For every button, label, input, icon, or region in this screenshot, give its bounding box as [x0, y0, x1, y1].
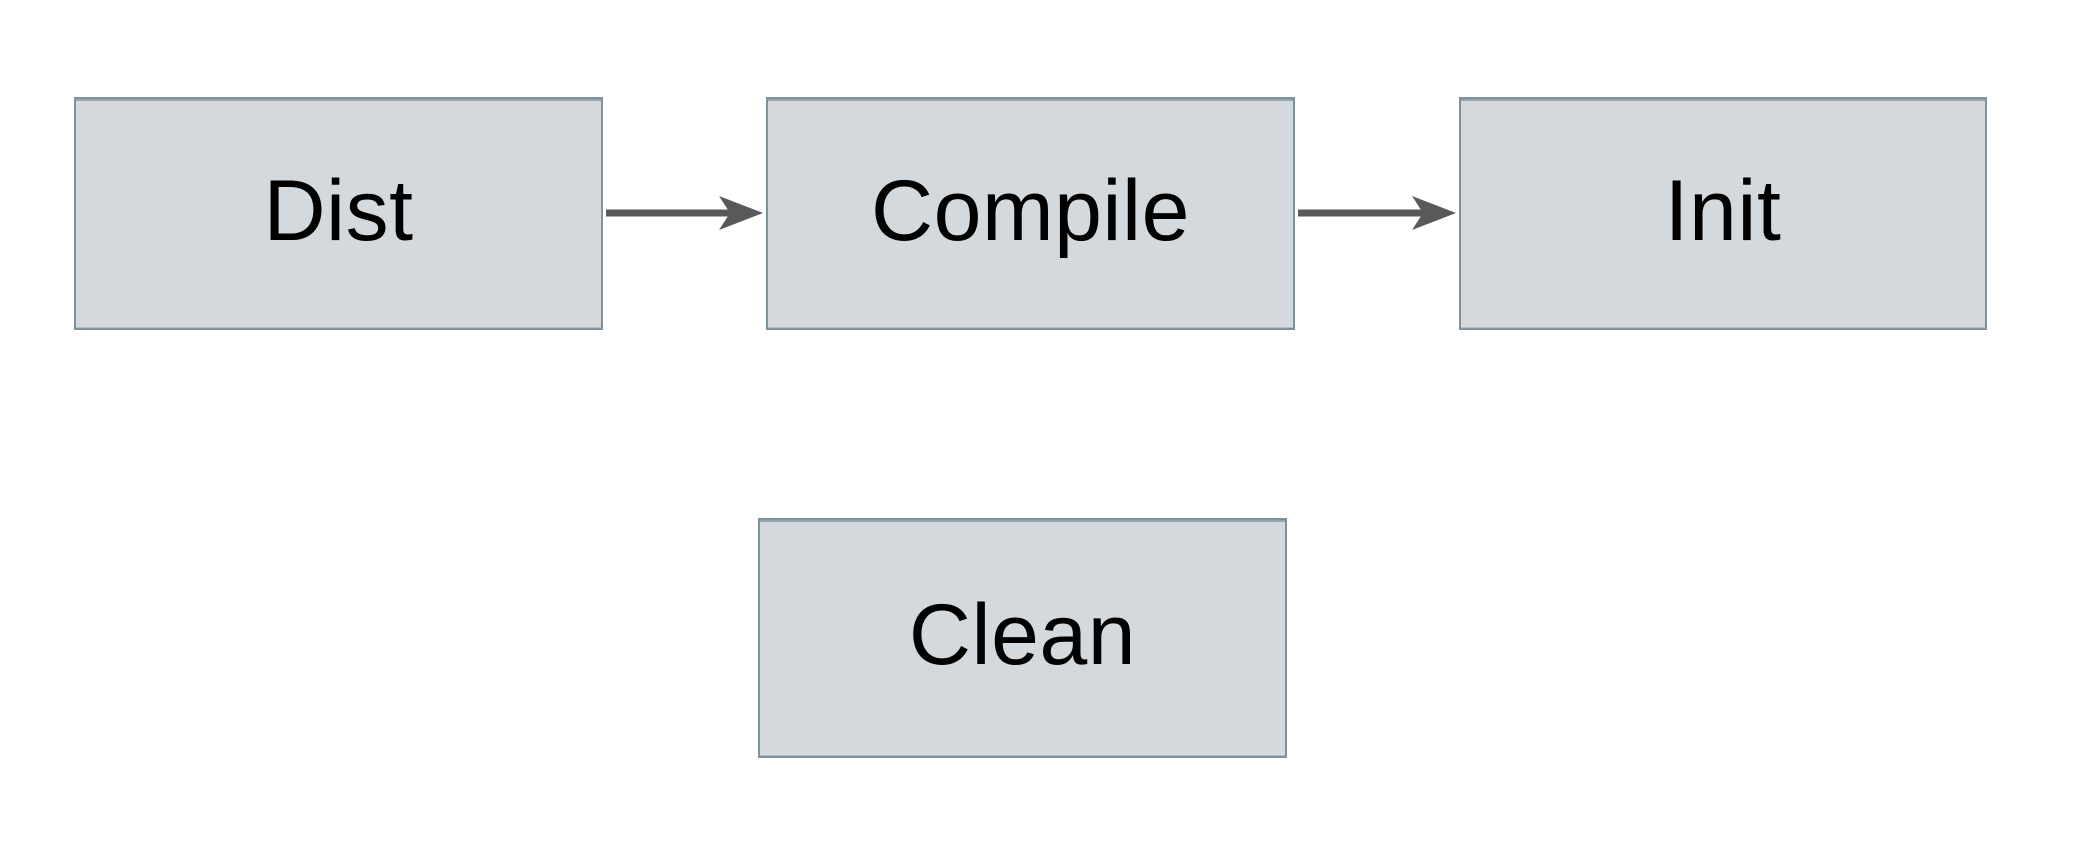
- node-clean: Clean: [758, 518, 1287, 758]
- arrow-compile-to-init: [1298, 196, 1456, 230]
- node-init: Init: [1459, 97, 1987, 330]
- arrow-dist-to-compile: [606, 196, 763, 230]
- node-dist-label: Dist: [263, 162, 414, 259]
- node-dist: Dist: [74, 97, 603, 330]
- node-clean-label: Clean: [908, 587, 1137, 683]
- node-init-label: Init: [1664, 162, 1782, 259]
- node-compile: Compile: [766, 97, 1295, 330]
- node-compile-label: Compile: [871, 162, 1190, 259]
